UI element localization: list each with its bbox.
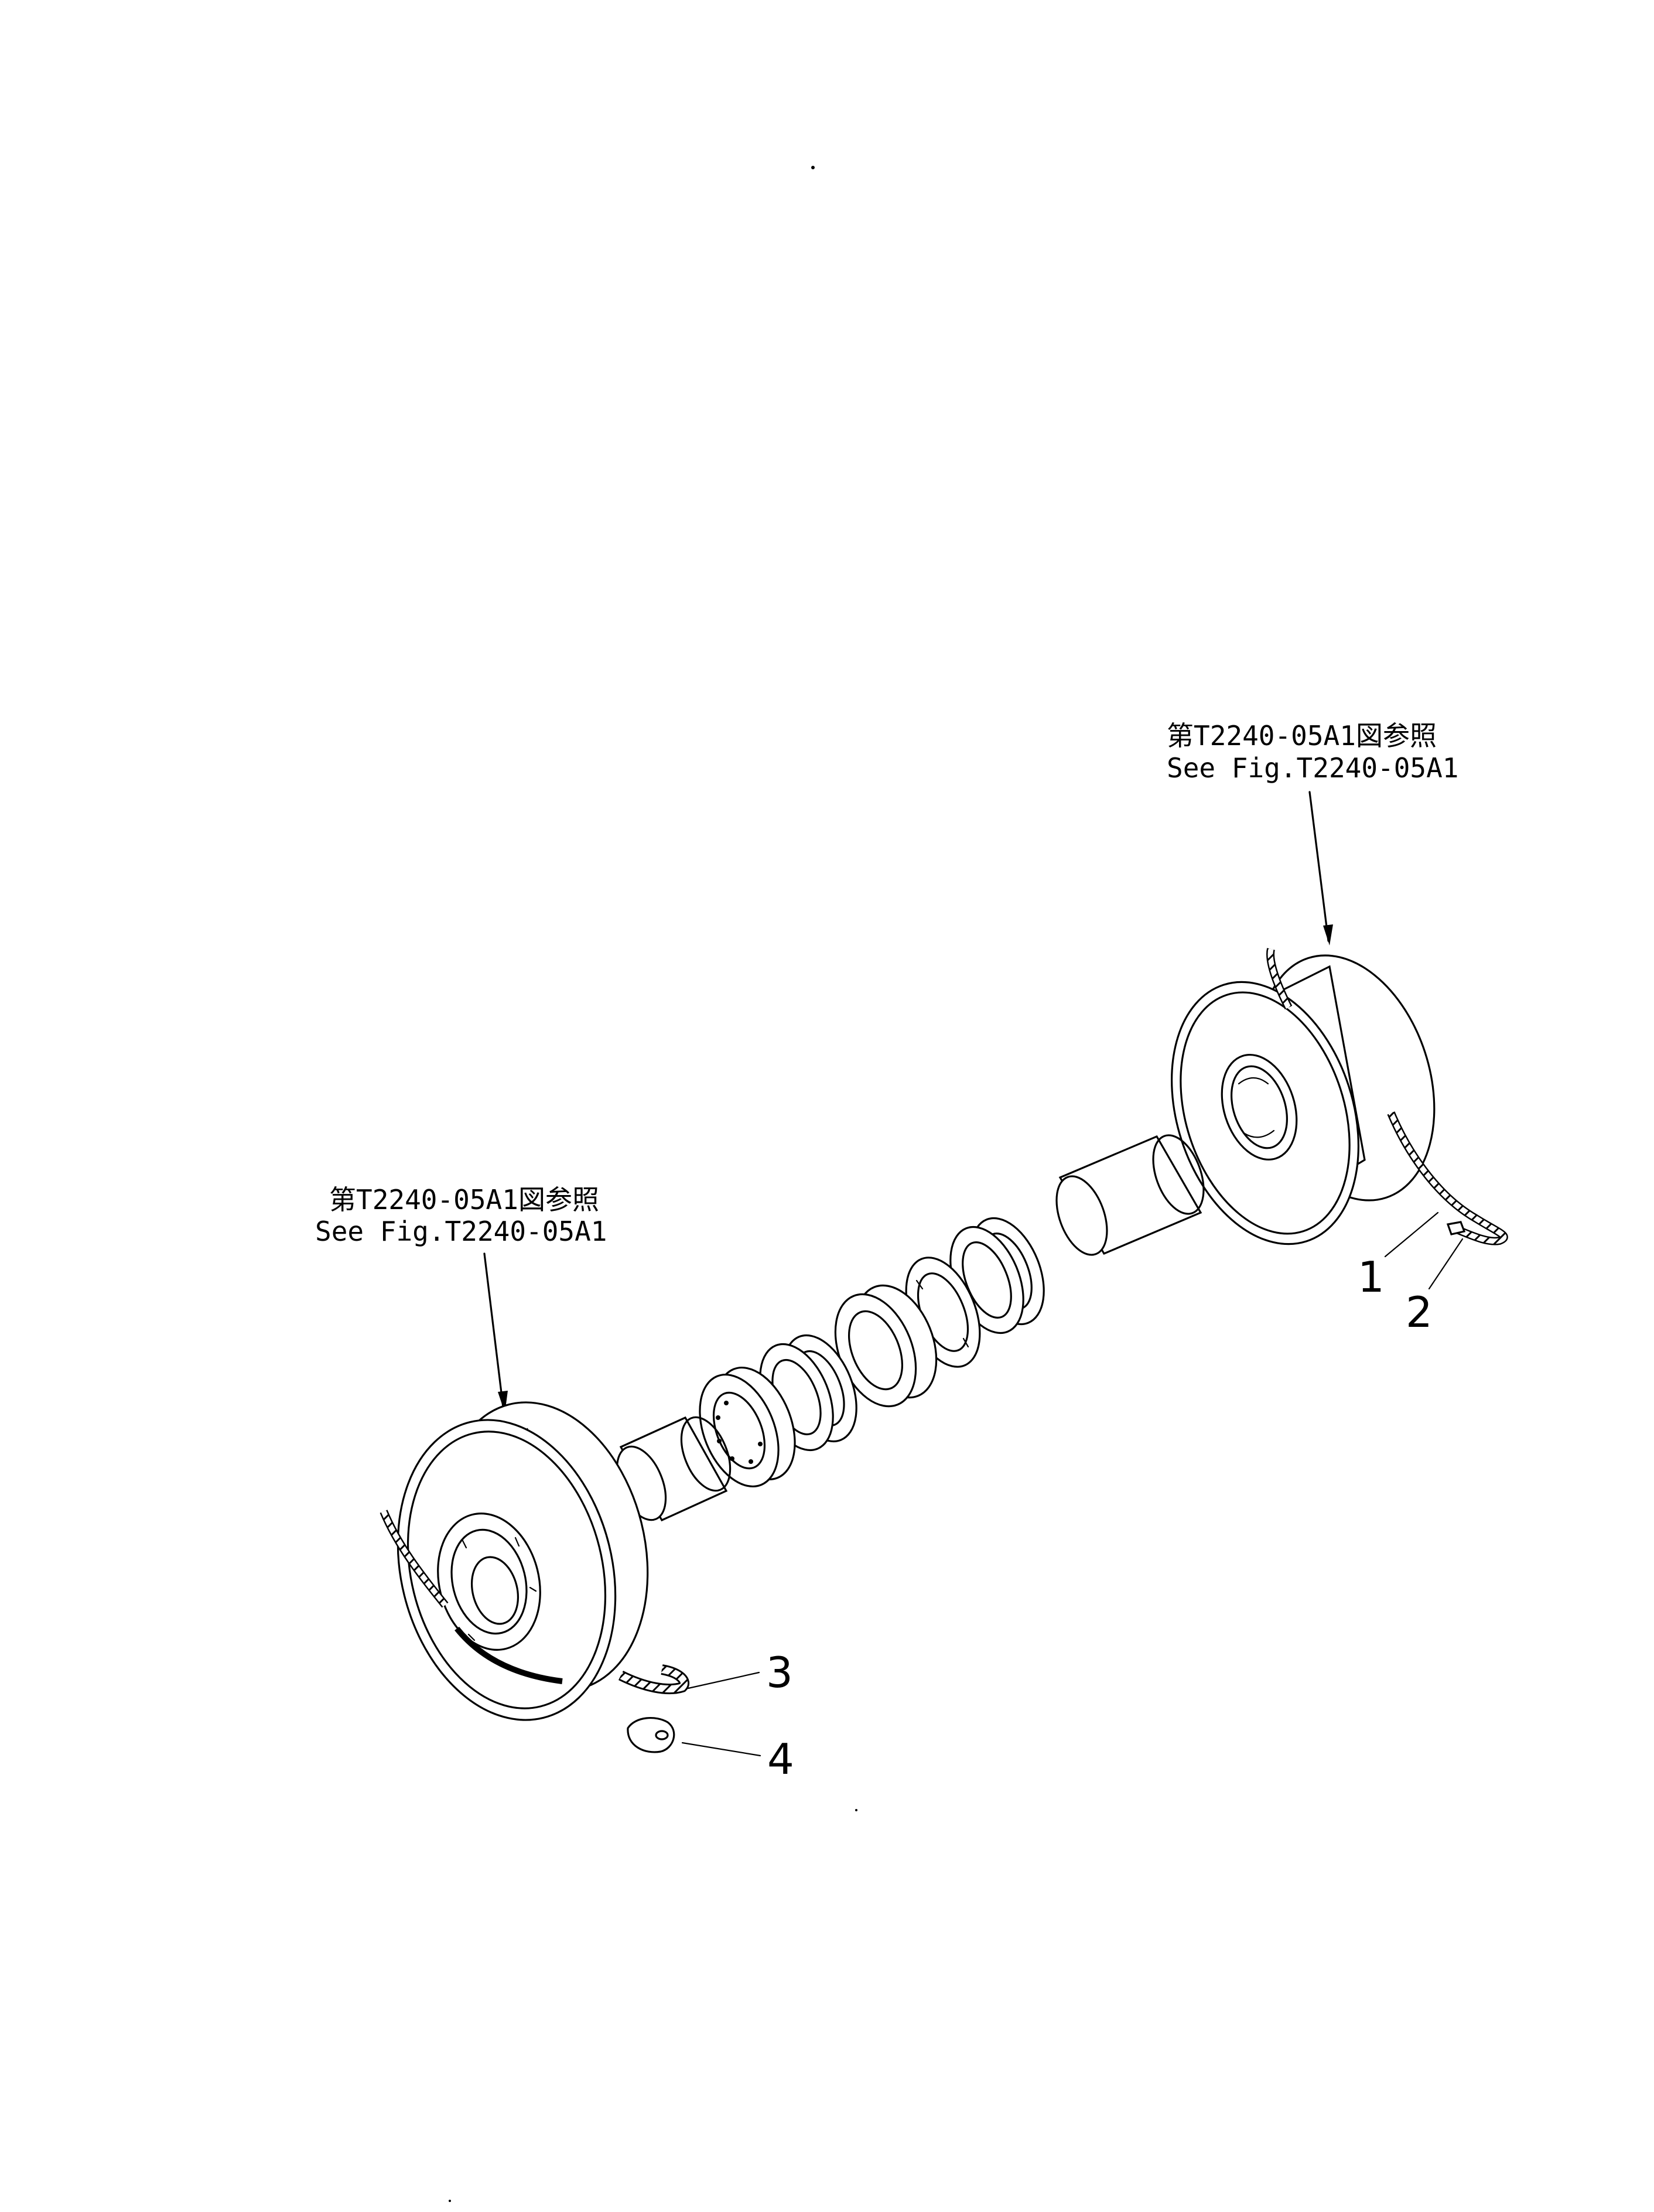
callout-2-label: 2 [1406, 1288, 1433, 1337]
wire-right [1266, 948, 1508, 1245]
callout-1: 1 [1358, 1211, 1439, 1302]
reference-arrow-right [1308, 791, 1333, 945]
callout-2: 2 [1406, 1238, 1464, 1337]
idler-wheel-left [397, 1401, 649, 1721]
reference-right-en: See Fig.T2240-05A1 [1167, 752, 1459, 784]
lock-tab-right [1446, 1221, 1466, 1235]
bushing-right [1055, 1134, 1205, 1256]
callout-4-label: 4 [767, 1735, 794, 1784]
reference-left-en: See Fig.T2240-05A1 [315, 1216, 607, 1247]
wire-part-3 [618, 1664, 689, 1695]
bearing-center [834, 1284, 938, 1408]
idler-wheel-right [1171, 954, 1436, 1245]
callout-4: 4 [681, 1735, 794, 1784]
wire-left [380, 1510, 563, 1684]
callout-3-label: 3 [766, 1648, 793, 1697]
reference-left-jp: 第T2240-05A1図参照 [329, 1184, 599, 1216]
bearing-left [699, 1366, 796, 1488]
reference-label-left: 第T2240-05A1図参照 See Fig.T2240-05A1 [315, 1184, 607, 1247]
lock-tab-part-4 [627, 1716, 675, 1753]
callout-3: 3 [687, 1648, 793, 1697]
reference-right-jp: 第T2240-05A1図参照 [1167, 720, 1437, 752]
reference-label-right: 第T2240-05A1図参照 See Fig.T2240-05A1 [1167, 720, 1459, 784]
reference-arrow-left [483, 1252, 508, 1413]
callout-1-label: 1 [1358, 1252, 1385, 1302]
scan-specks [449, 166, 857, 2202]
